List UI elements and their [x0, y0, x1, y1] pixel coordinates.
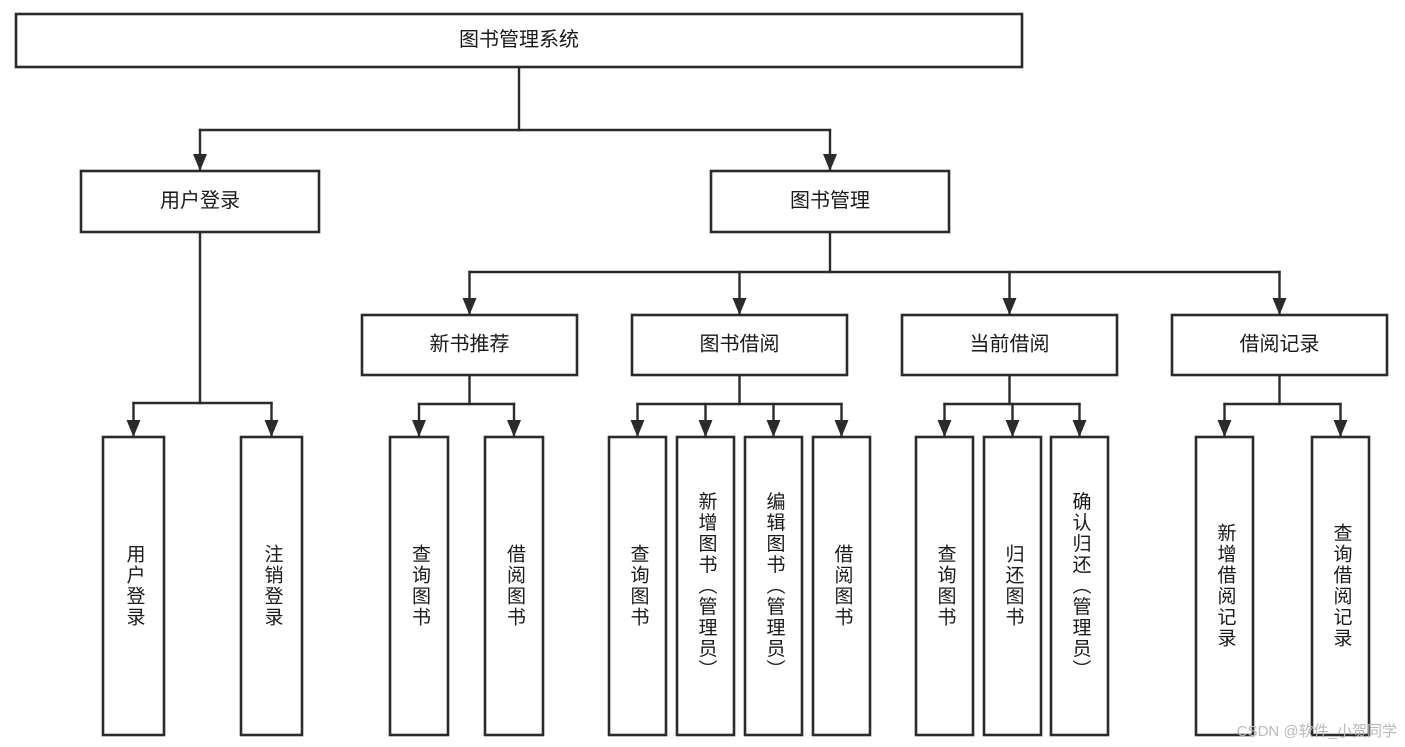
arrow-head-icon: [1333, 420, 1348, 437]
node-label-leaf-query-record: 查询借阅记录: [1330, 523, 1352, 649]
node-label-leaf-borrow-book-2: 借阅图书: [831, 544, 853, 628]
arrow-head-icon: [1002, 298, 1017, 315]
node-box-root: [14, 12, 1024, 69]
arrow-head-icon: [264, 420, 279, 437]
arrow-head-icon: [1217, 420, 1232, 437]
node-box-current-borrow: [900, 313, 1119, 377]
node-user-login[interactable]: 用户登录: [79, 169, 321, 234]
arrow-head-icon: [823, 154, 837, 171]
node-leaf-return-book[interactable]: 归还图书: [982, 435, 1043, 737]
node-label-leaf-return-book: 归还图书: [1002, 544, 1024, 628]
node-box-leaf-query-book-1: [388, 435, 450, 737]
arrow-head-icon: [507, 420, 521, 437]
node-boxes: 图书管理系统用户登录图书管理新书推荐图书借阅当前借阅借阅记录用户登录注销登录查询…: [14, 12, 1389, 737]
arrow-head-icon: [1072, 420, 1087, 437]
node-box-leaf-borrow-book-1: [483, 435, 545, 737]
node-label-leaf-user-logout: 注销登录: [261, 544, 283, 628]
node-box-leaf-query-book-3: [914, 435, 975, 737]
arrow-head-icon: [630, 420, 645, 437]
node-current-borrow[interactable]: 当前借阅: [900, 313, 1119, 377]
arrow-head-icon: [937, 420, 952, 437]
node-box-leaf-add-book: [675, 435, 736, 737]
node-box-book-borrow: [630, 313, 849, 377]
node-leaf-query-book-1[interactable]: 查询图书: [388, 435, 450, 737]
node-book-borrow[interactable]: 图书借阅: [630, 313, 849, 377]
node-box-book-manage: [709, 169, 951, 234]
node-box-leaf-user-login: [101, 435, 166, 737]
node-label-leaf-query-book-3: 查询图书: [934, 544, 956, 628]
node-label-leaf-add-record: 新增借阅记录: [1214, 523, 1236, 649]
node-label-root: 图书管理系统: [459, 28, 579, 51]
node-label-leaf-user-login: 用户登录: [123, 544, 145, 628]
node-box-leaf-query-book-2: [607, 435, 668, 737]
node-leaf-add-record[interactable]: 新增借阅记录: [1194, 435, 1255, 737]
node-box-borrow-record: [1170, 313, 1389, 377]
node-box-leaf-user-logout: [239, 435, 304, 737]
node-box-new-book-recommend: [360, 313, 579, 377]
node-borrow-record[interactable]: 借阅记录: [1170, 313, 1389, 377]
node-label-book-borrow: 图书借阅: [700, 332, 780, 355]
node-box-leaf-return-book: [982, 435, 1043, 737]
node-leaf-user-logout[interactable]: 注销登录: [239, 435, 304, 737]
node-box-leaf-add-record: [1194, 435, 1255, 737]
arrow-head-icon: [732, 298, 747, 315]
node-leaf-confirm-return[interactable]: 确认归还（管理员）: [1049, 435, 1110, 737]
node-label-leaf-query-book-1: 查询图书: [409, 544, 431, 628]
node-label-new-book-recommend: 新书推荐: [430, 332, 510, 355]
node-box-leaf-edit-book: [743, 435, 804, 737]
arrow-head-icon: [412, 420, 426, 437]
arrow-head-icon: [1005, 420, 1020, 437]
node-box-leaf-confirm-return: [1049, 435, 1110, 737]
connector-lines: [126, 65, 1348, 438]
node-leaf-borrow-book-2[interactable]: 借阅图书: [811, 435, 872, 737]
node-leaf-add-book[interactable]: 新增图书（管理员）: [675, 435, 736, 737]
arrow-head-icon: [462, 298, 477, 315]
node-label-user-login: 用户登录: [160, 189, 240, 212]
arrow-head-icon: [1272, 298, 1287, 315]
node-label-borrow-record: 借阅记录: [1240, 332, 1320, 355]
node-label-leaf-add-book: 新增图书（管理员）: [695, 491, 717, 680]
node-label-leaf-confirm-return: 确认归还（管理员）: [1069, 491, 1091, 680]
node-label-book-manage: 图书管理: [790, 189, 870, 212]
node-leaf-edit-book[interactable]: 编辑图书（管理员）: [743, 435, 804, 737]
arrow-head-icon: [766, 420, 781, 437]
arrow-head-icon: [834, 420, 849, 437]
node-leaf-query-book-3[interactable]: 查询图书: [914, 435, 975, 737]
node-leaf-borrow-book-1[interactable]: 借阅图书: [483, 435, 545, 737]
node-label-current-borrow: 当前借阅: [970, 332, 1050, 355]
watermark-text: CSDN @软件_小贺同学: [1236, 723, 1397, 740]
node-leaf-query-record[interactable]: 查询借阅记录: [1310, 435, 1371, 737]
node-book-manage[interactable]: 图书管理: [709, 169, 951, 234]
node-leaf-query-book-2[interactable]: 查询图书: [607, 435, 668, 737]
node-label-leaf-edit-book: 编辑图书（管理员）: [763, 491, 785, 680]
arrow-head-icon: [126, 420, 141, 437]
node-box-user-login: [79, 169, 321, 234]
node-box-leaf-query-record: [1310, 435, 1371, 737]
node-label-leaf-borrow-book-1: 借阅图书: [504, 544, 526, 628]
node-new-book-recommend[interactable]: 新书推荐: [360, 313, 579, 377]
arrow-head-icon: [193, 154, 207, 171]
node-root[interactable]: 图书管理系统: [14, 12, 1024, 69]
node-box-leaf-borrow-book-2: [811, 435, 872, 737]
node-leaf-user-login[interactable]: 用户登录: [101, 435, 166, 737]
arrow-head-icon: [698, 420, 713, 437]
node-label-leaf-query-book-2: 查询图书: [627, 544, 649, 628]
